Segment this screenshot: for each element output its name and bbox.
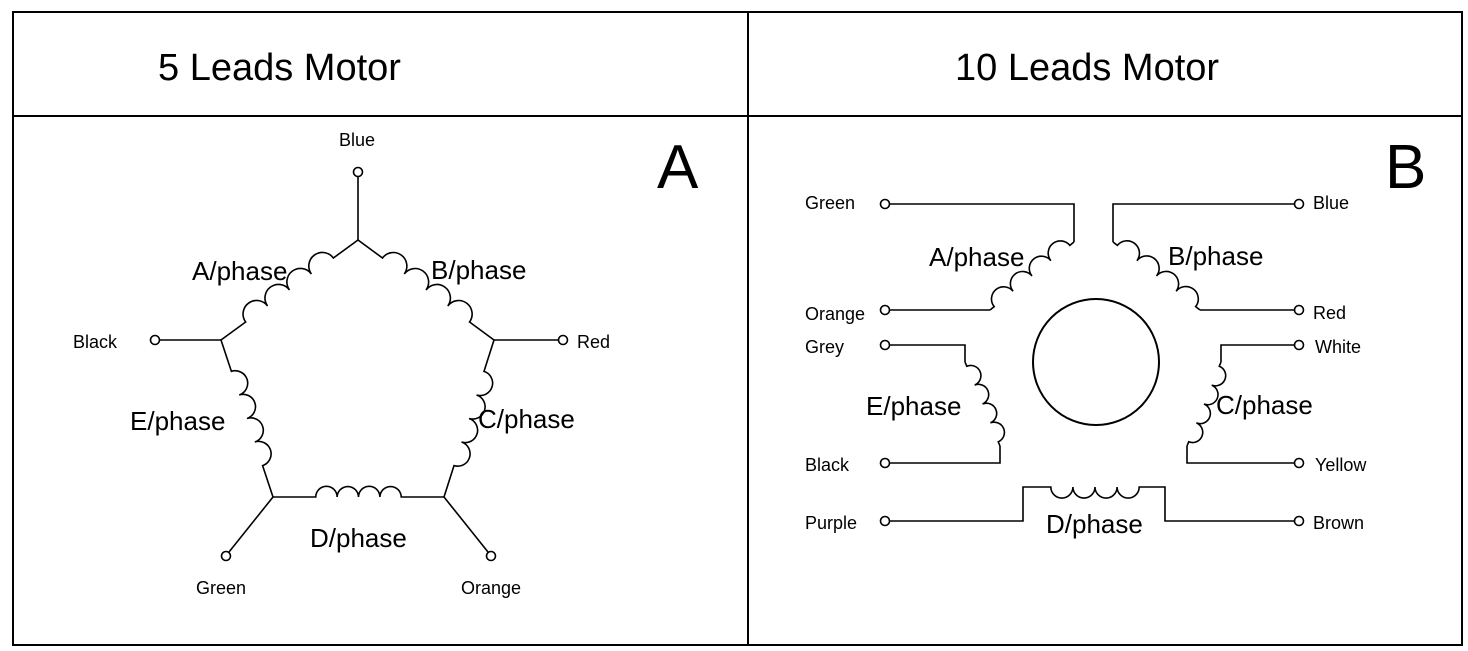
lead-label-white: White (1315, 337, 1361, 357)
wire-black (889, 446, 1001, 464)
lead-label-black: Black (805, 455, 850, 475)
coil-b-phase (357, 239, 495, 341)
panel-a-diagram: Blue Black Red Green Orange A/phase B/ph… (73, 130, 610, 598)
coil-a-phase (989, 240, 1075, 311)
terminal-black (879, 457, 891, 469)
wire-green (889, 203, 1075, 242)
outer-frame (12, 11, 1463, 646)
lead-wire-orange (443, 496, 489, 553)
terminal-brown (1293, 515, 1305, 527)
wire-blue (1112, 203, 1295, 242)
lead-label-blue: Blue (1313, 193, 1349, 213)
panel-b-diagram: Green Orange Grey Black Purple Blue Red … (805, 193, 1367, 539)
lead-label-brown: Brown (1313, 513, 1364, 533)
terminal-blue (352, 166, 364, 178)
panel-a-coils (220, 239, 495, 498)
panel-b-terminals (879, 198, 1305, 527)
phase-label-e: E/phase (866, 391, 961, 421)
lead-label-purple: Purple (805, 513, 857, 533)
lead-label-green: Green (196, 578, 246, 598)
coil-d-phase (273, 485, 444, 498)
wire-grey (889, 344, 966, 362)
rotor-circle (1032, 298, 1160, 426)
panel-b-coils (964, 240, 1227, 499)
terminal-grey (879, 339, 891, 351)
lead-label-orange: Orange (805, 304, 865, 324)
lead-wire-green (228, 496, 274, 553)
panel-a-title: 5 Leads Motor (158, 47, 401, 89)
terminal-black (149, 334, 161, 346)
wire-brown (1142, 486, 1295, 522)
panel-a-terminals (149, 166, 569, 562)
lead-label-grey: Grey (805, 337, 844, 357)
phase-label-a: A/phase (929, 242, 1024, 272)
panel-a-wires (160, 176, 558, 553)
terminal-green (220, 550, 232, 562)
terminal-white (1293, 339, 1305, 351)
lead-label-red: Red (1313, 303, 1346, 323)
panel-b-wires (889, 203, 1295, 522)
phase-label-b: B/phase (1168, 241, 1263, 271)
coil-d-phase (1048, 486, 1142, 499)
terminal-purple (879, 515, 891, 527)
terminal-yellow (1293, 457, 1305, 469)
panel-b-title: 10 Leads Motor (955, 47, 1219, 89)
phase-label-b: B/phase (431, 255, 526, 285)
terminal-red (557, 334, 569, 346)
lead-label-orange: Orange (461, 578, 521, 598)
phase-label-e: E/phase (130, 406, 225, 436)
phase-label-c: C/phase (1216, 390, 1313, 420)
terminal-green (879, 198, 891, 210)
coil-e-phase (964, 361, 1006, 447)
coil-b-phase (1112, 240, 1201, 311)
lead-label-blue: Blue (339, 130, 375, 150)
coil-c-phase (1186, 361, 1227, 447)
terminal-blue (1293, 198, 1305, 210)
phase-label-c: C/phase (478, 404, 575, 434)
panel-b-letter: B (1385, 133, 1426, 202)
wire-purple (889, 486, 1048, 522)
wire-white (1220, 344, 1295, 362)
phase-label-d: D/phase (310, 523, 407, 553)
coil-e-phase (220, 339, 274, 498)
coil-a-phase (220, 239, 359, 341)
lead-label-yellow: Yellow (1315, 455, 1367, 475)
terminal-orange (485, 550, 497, 562)
phase-label-a: A/phase (192, 256, 287, 286)
wire-yellow (1186, 446, 1295, 464)
terminal-orange (879, 304, 891, 316)
lead-label-black: Black (73, 332, 118, 352)
phase-label-d: D/phase (1046, 509, 1143, 539)
terminal-red (1293, 304, 1305, 316)
lead-label-green: Green (805, 193, 855, 213)
lead-label-red: Red (577, 332, 610, 352)
panel-a-letter: A (657, 133, 699, 202)
coil-c-phase (443, 339, 495, 498)
